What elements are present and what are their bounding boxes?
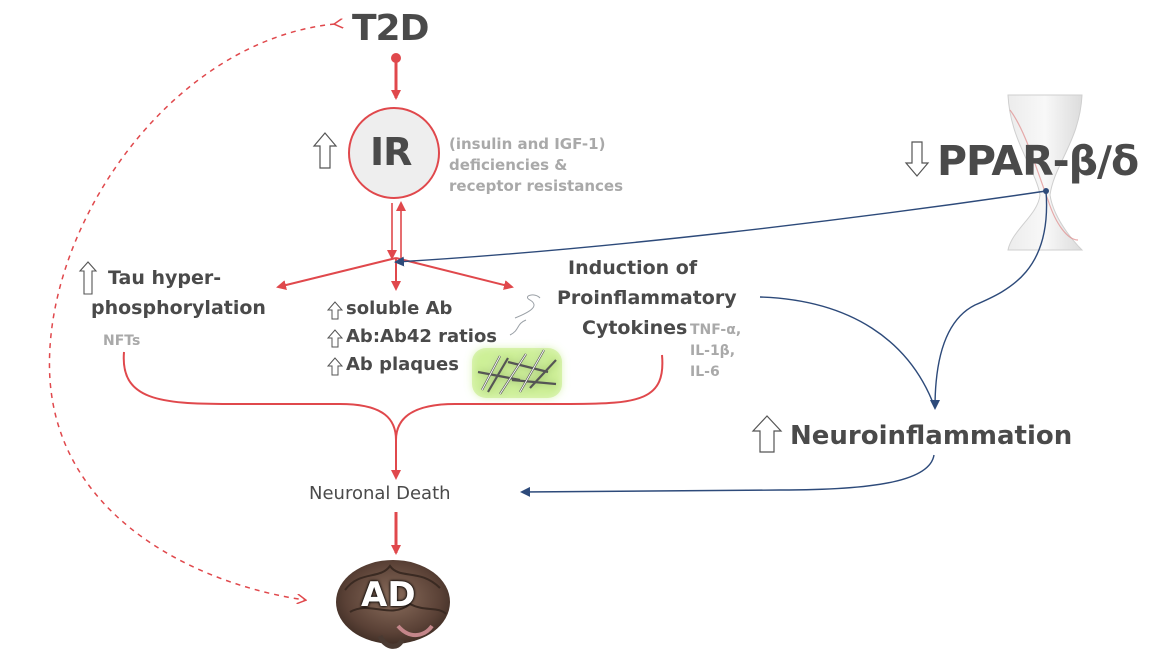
tau-to-death-line — [122, 351, 397, 441]
ir-note-line-1: (insulin and IGF-1) — [449, 135, 606, 153]
ad-label: AD — [361, 575, 416, 615]
ppar-hourglass-image — [1007, 94, 1084, 251]
ir-label: IR — [370, 130, 412, 174]
branch-to-tau — [276, 257, 397, 290]
branch-to-cytokines — [395, 257, 514, 290]
ir-note-line-2: deficiencies & — [449, 156, 568, 174]
cytokine-list-2: IL-1β, — [690, 343, 736, 359]
ppar-to-neuroinflammation-line — [930, 190, 1048, 410]
ab-item-2: Ab:Ab42 ratios — [346, 326, 498, 347]
t2d-connector-dot — [391, 53, 401, 63]
ppar-to-ir-line — [394, 190, 1047, 267]
cytokines-to-death-line — [395, 354, 664, 441]
ab-increase-icon-3 — [326, 357, 344, 376]
cytokines-label-line-1: Induction of — [568, 257, 698, 279]
nfts-label: NFTs — [103, 333, 141, 349]
ir-node-circle — [348, 107, 440, 199]
tau-label-line-2: phosphorylation — [91, 297, 266, 319]
neuronal-death-label: Neuronal Death — [309, 483, 451, 504]
neuroinflammation-to-death-line — [520, 454, 935, 497]
cytokine-list-1: TNF-α, — [690, 322, 742, 338]
t2d-to-ad-dashed-link — [48, 24, 335, 600]
neuroinflammation-increase-icon — [751, 415, 783, 453]
ab-increase-icon-1 — [326, 301, 344, 320]
ir-increase-icon — [312, 132, 338, 169]
ir-note-line-3: receptor resistances — [449, 177, 624, 195]
cytokines-label-line-2: Proinflammatory — [557, 287, 737, 309]
amyloid-plaque-icon — [472, 348, 562, 398]
ab-item-1: soluble Ab — [346, 298, 453, 319]
tau-increase-icon — [78, 261, 98, 295]
ab-increase-icon-2 — [326, 329, 344, 348]
ab-item-3: Ab plaques — [346, 354, 459, 375]
t2d-label: T2D — [352, 8, 429, 49]
tau-label-line-1: Tau hyper- — [108, 267, 222, 289]
neuroinflammation-label: Neuroinflammation — [790, 421, 1073, 451]
cytokines-to-neuroinflammation-line — [759, 296, 936, 409]
cytokines-label-line-3: Cytokines — [582, 317, 688, 339]
ab-peptide-squiggle — [509, 294, 541, 336]
cytokine-list-3: IL-6 — [690, 364, 720, 380]
brain-image — [336, 560, 450, 649]
ppar-label: PPAR-β/δ — [937, 137, 1139, 185]
ppar-decrease-icon — [904, 141, 930, 177]
